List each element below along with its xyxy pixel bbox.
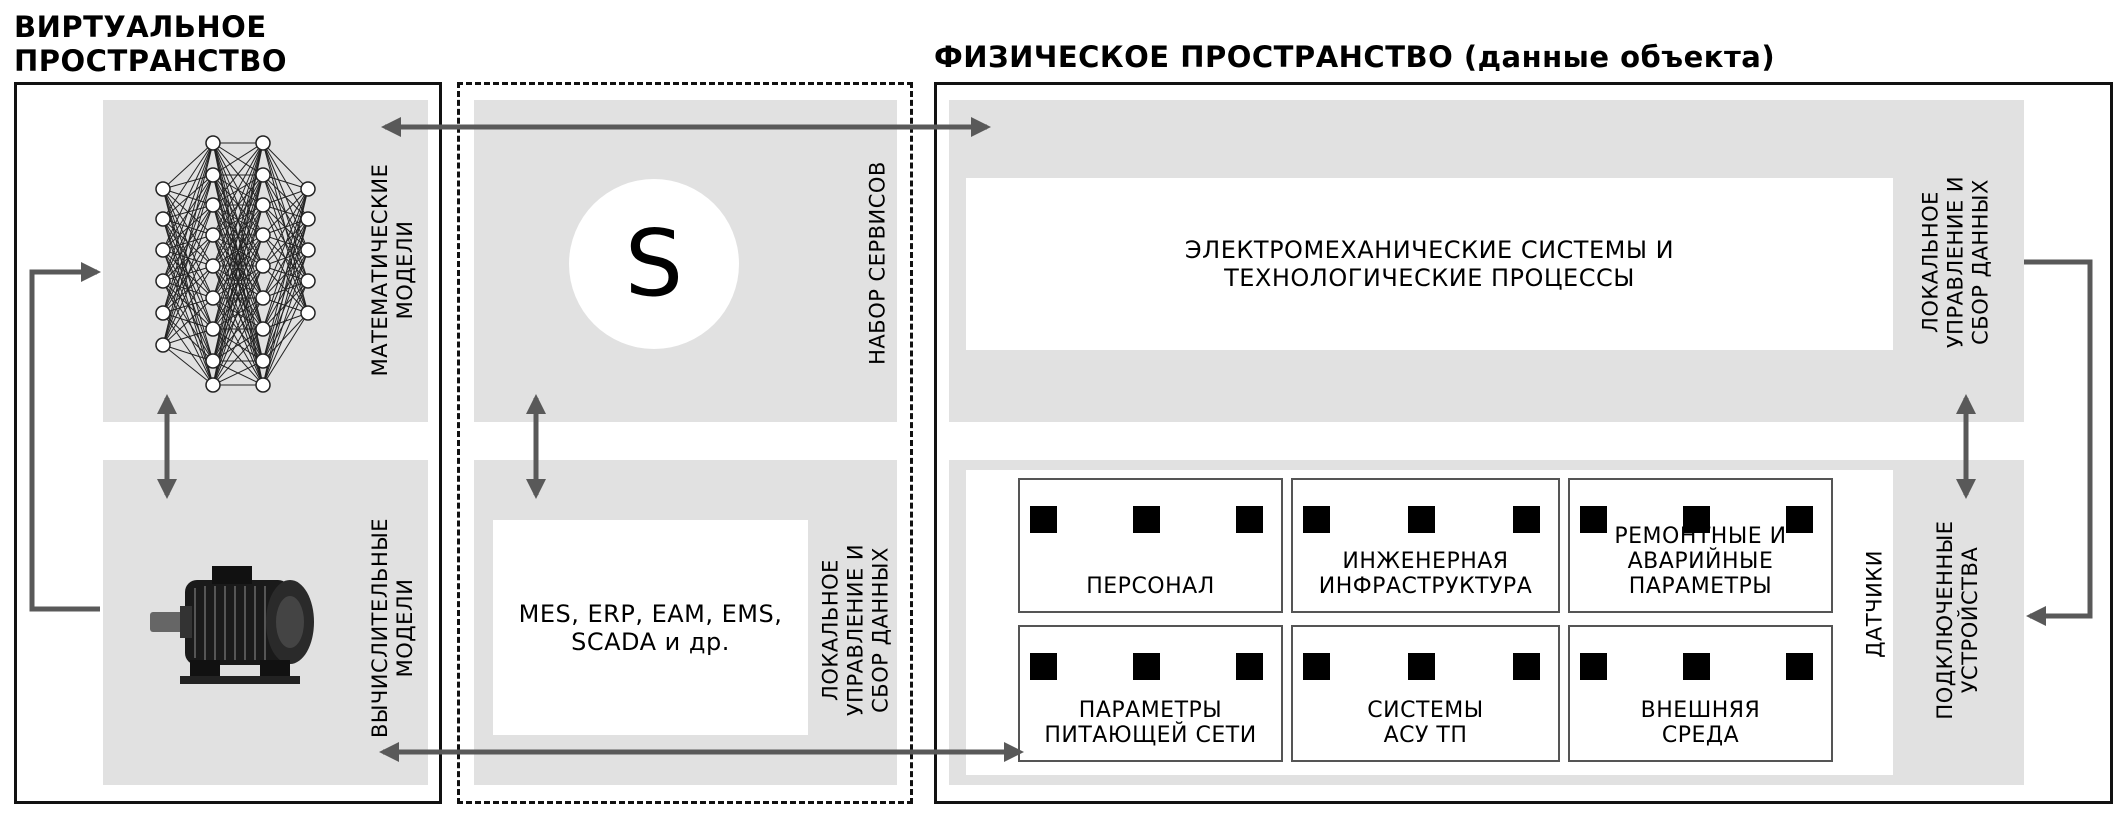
cell-label: ВНЕШНЯЯ СРЕДА — [1640, 698, 1761, 748]
cell-label: РЕМОНТНЫЕ И АВАРИЙНЫЕ ПАРАМЕТРЫ — [1614, 524, 1787, 599]
em-systems-box: ЭЛЕКТРОМЕХАНИЧЕСКИЕ СИСТЕМЫ И ТЕХНОЛОГИЧ… — [966, 178, 1893, 350]
physical-space-frame — [934, 82, 2113, 804]
neural-network-icon — [155, 135, 316, 393]
virtual-space-title: ВИРТУАЛЬНОЕ ПРОСТРАНСТВО — [14, 10, 288, 78]
enterprise-systems-box: MES, ERP, EAM, EMS, SCADA и др. — [493, 520, 808, 735]
cell-process-control-systems: СИСТЕМЫ АСУ ТП — [1291, 625, 1560, 762]
cell-label: ИНЖЕНЕРНАЯ ИНФРАСТРУКТУРА — [1318, 549, 1533, 599]
service-logo-letter: S — [624, 210, 684, 317]
cell-label: ПАРАМЕТРЫ ПИТАЮЩЕЙ СЕТИ — [1044, 698, 1257, 748]
cell-personnel: ПЕРСОНАЛ — [1018, 478, 1283, 613]
cell-external-environment: ВНЕШНЯЯ СРЕДА — [1568, 625, 1833, 762]
virtual-loop-arrow — [29, 262, 101, 612]
services-frame — [457, 82, 913, 804]
cell-repair-emergency: РЕМОНТНЫЕ И АВАРИЙНЫЕ ПАРАМЕТРЫ — [1568, 478, 1833, 613]
physical-space-title: ФИЗИЧЕСКОЕ ПРОСТРАНСТВО (данные объекта) — [934, 40, 1776, 74]
enterprise-systems-text: MES, ERP, EAM, EMS, SCADA и др. — [518, 599, 783, 656]
electric-motor-icon — [150, 566, 314, 684]
cell-label: СИСТЕМЫ АСУ ТП — [1367, 698, 1484, 748]
virtual-space-frame — [14, 82, 442, 804]
em-systems-text: ЭЛЕКТРОМЕХАНИЧЕСКИЕ СИСТЕМЫ И ТЕХНОЛОГИЧ… — [1184, 236, 1675, 292]
cell-label: ПЕРСОНАЛ — [1086, 574, 1215, 599]
cell-power-grid-parameters: ПАРАМЕТРЫ ПИТАЮЩЕЙ СЕТИ — [1018, 625, 1283, 762]
service-logo-circle: S — [569, 179, 739, 349]
cell-engineering-infrastructure: ИНЖЕНЕРНАЯ ИНФРАСТРУКТУРА — [1291, 478, 1560, 613]
physical-loop-arrow — [2024, 259, 2093, 626]
